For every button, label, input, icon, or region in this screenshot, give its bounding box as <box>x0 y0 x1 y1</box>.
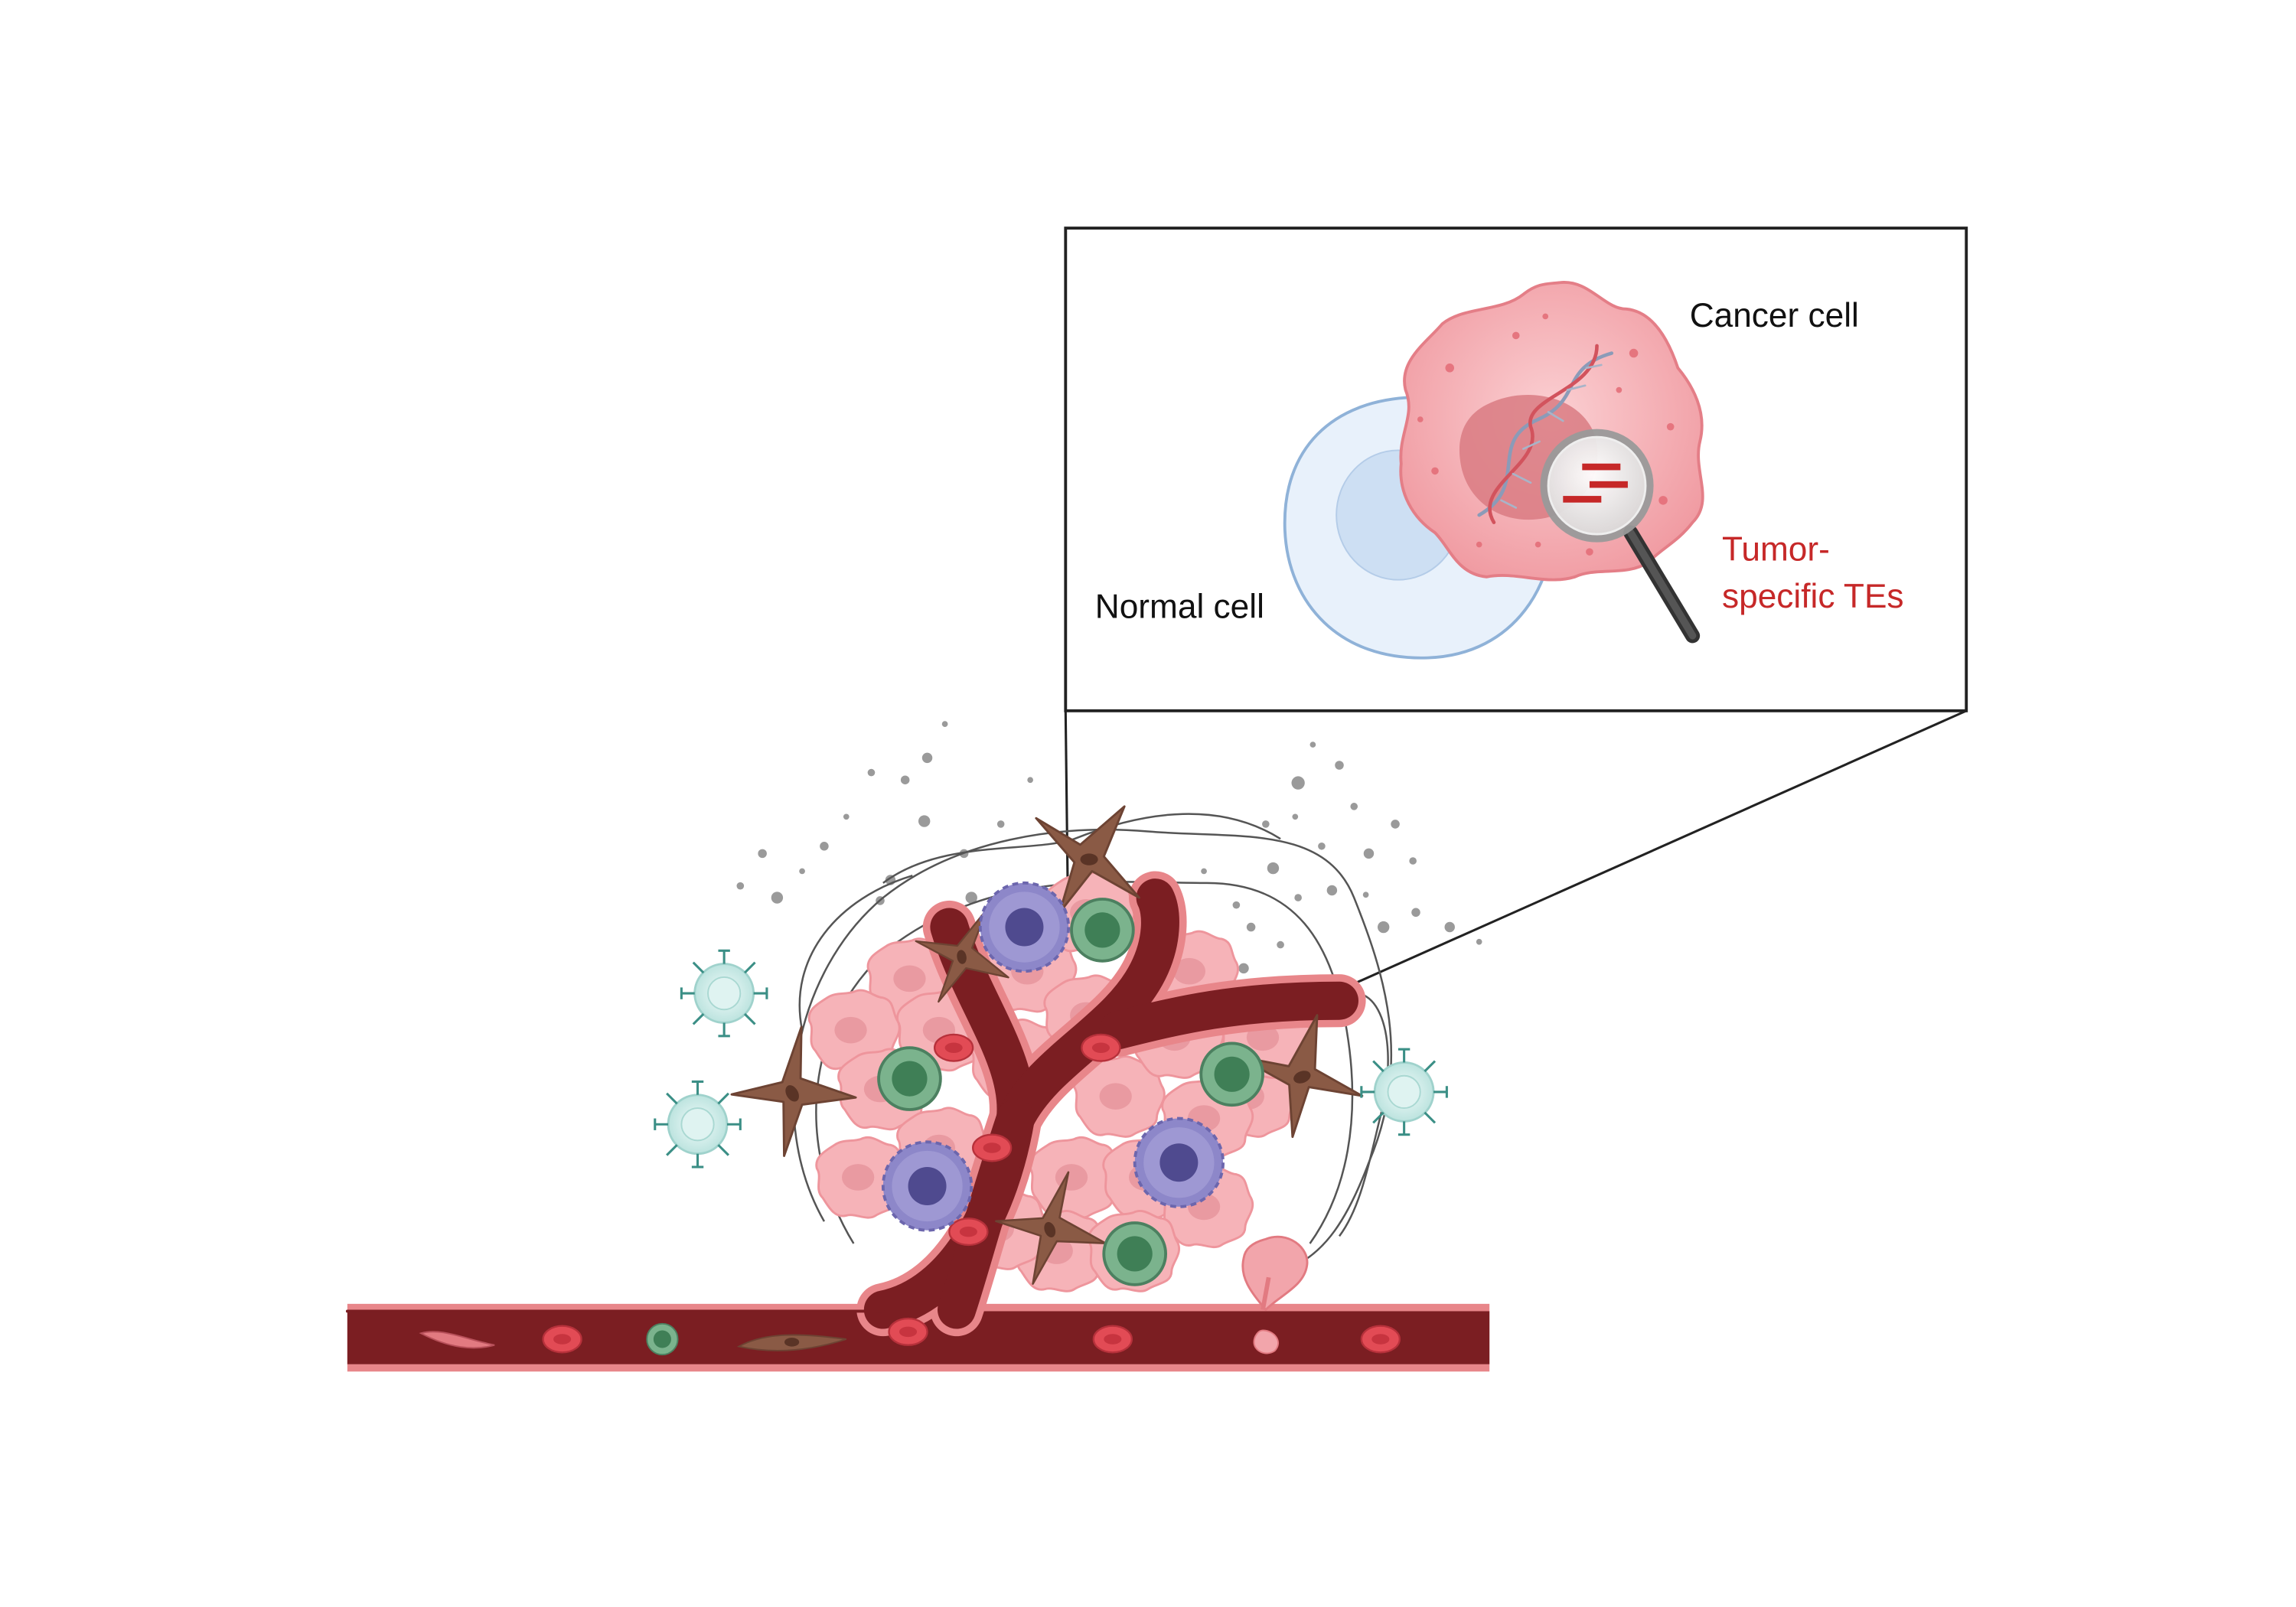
vessel-cells <box>419 1322 847 1356</box>
magnifier-icon <box>1540 429 1701 644</box>
tumor-specific-te-marks <box>1563 463 1628 503</box>
cancer-cell-label: Cancer cell <box>1690 297 1859 334</box>
zoom-connector-right <box>1342 709 1967 990</box>
cancer-cell <box>1399 281 1704 644</box>
circulating-tumor-cell <box>1241 1235 1309 1354</box>
blood-vessel-branches <box>345 871 1366 1337</box>
dna-helix-icon <box>1477 344 1614 524</box>
tumor-specific-te-label-line2: specific TEs <box>1722 578 1904 615</box>
normal-cell-label: Normal cell <box>1095 588 1264 626</box>
tumor-specific-te-label-line1: Tumor- <box>1722 531 1830 569</box>
